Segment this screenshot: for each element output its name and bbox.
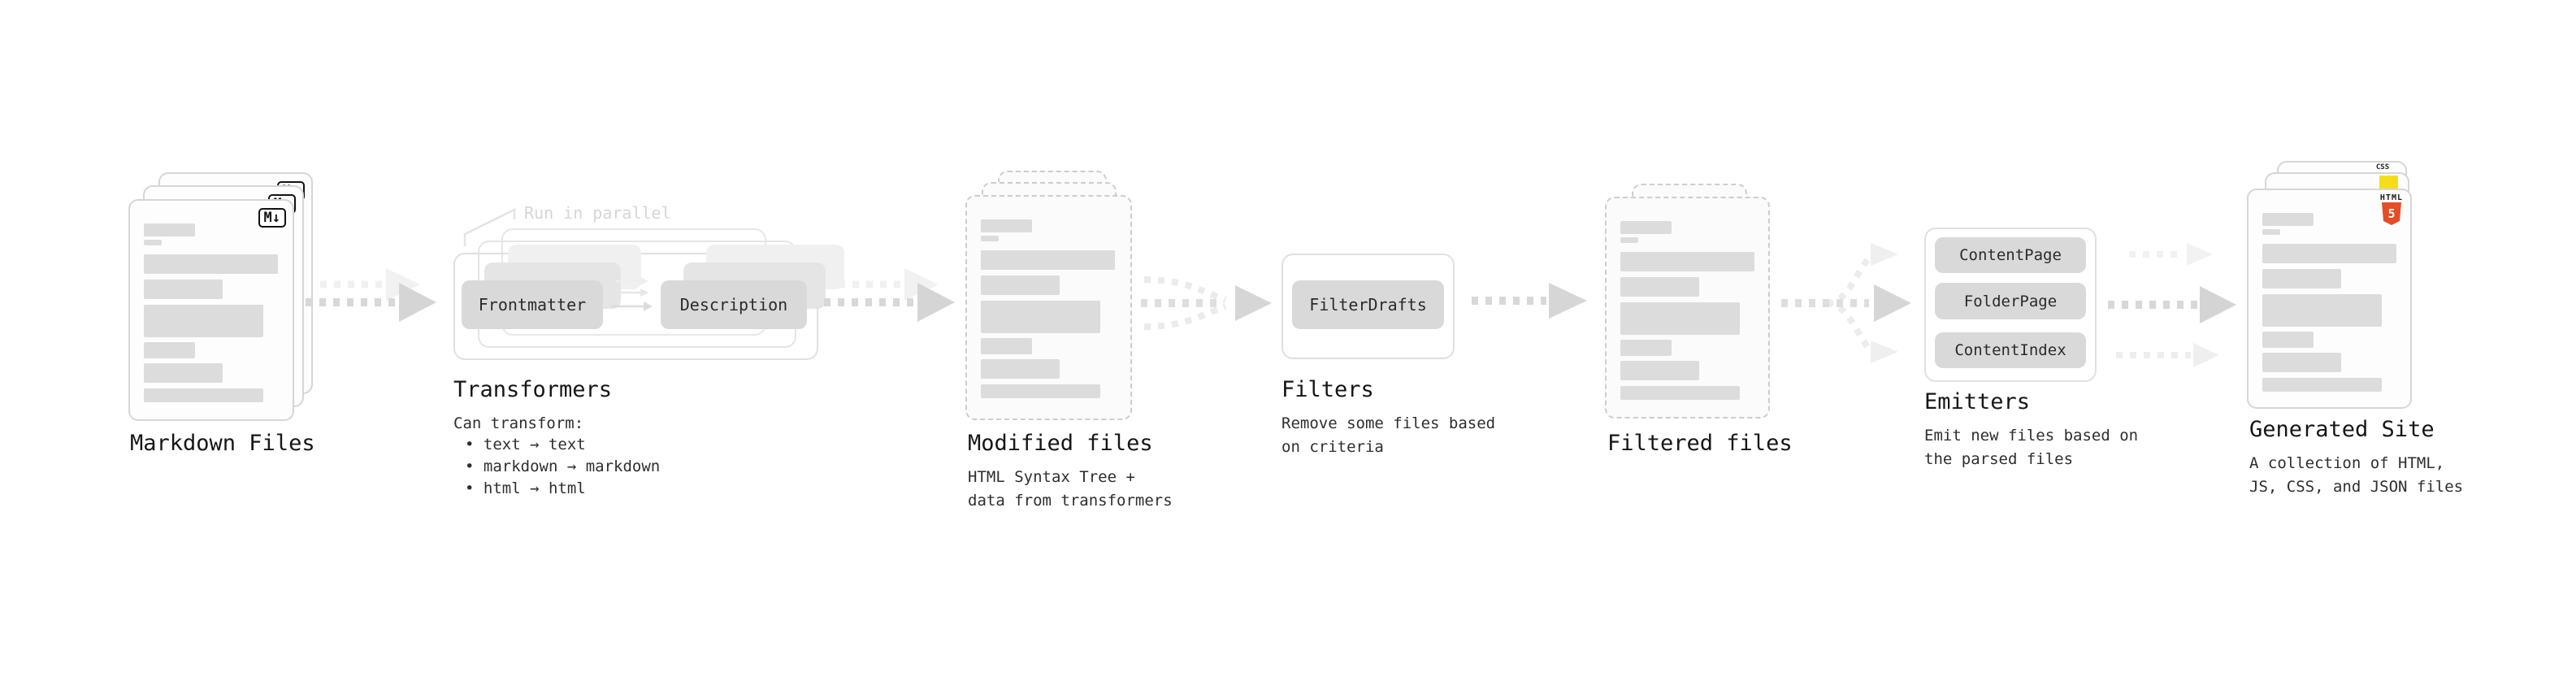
css-icon-label: CSS [2375, 163, 2390, 171]
modified-files-desc: HTML Syntax Tree + data from transformer… [968, 466, 1173, 513]
frontmatter-pill: Frontmatter [462, 280, 603, 329]
desc-line: A collection of HTML, [2249, 454, 2445, 472]
bullet-item: • text → text [465, 436, 586, 453]
folderpage-pill: FolderPage [1935, 283, 2086, 319]
markdown-icon: M↓ [258, 208, 286, 228]
filtered-files-label: Filtered files [1607, 431, 1793, 456]
document-content-placeholder [981, 219, 1115, 398]
transformers-title: Transformers [453, 377, 613, 402]
modified-file-card-front [965, 195, 1132, 420]
arrow-transformers-to-modified [824, 268, 955, 322]
generated-html-file-card: HTML 5 [2247, 189, 2412, 409]
contentpage-pill: ContentPage [1935, 237, 2086, 273]
generated-site-desc: A collection of HTML, JS, CSS, and JSON … [2249, 452, 2463, 499]
contentindex-pill: ContentIndex [1935, 332, 2086, 368]
transformers-bullet-list: • text → text • markdown → markdown • ht… [465, 434, 660, 500]
document-content-placeholder [2262, 213, 2396, 392]
bullet-item: • markdown → markdown [465, 458, 661, 475]
markdown-files-label: Markdown Files [130, 431, 315, 456]
html5-icon-number: 5 [2387, 206, 2395, 221]
desc-line: Emit new files based on [1924, 427, 2139, 445]
document-content-placeholder [144, 223, 278, 402]
filterdrafts-pill: FilterDrafts [1292, 280, 1444, 329]
desc-line: the parsed files [1924, 450, 2074, 468]
description-pill: Description [661, 280, 807, 329]
document-content-placeholder [1620, 221, 1754, 400]
generated-site-label: Generated Site [2249, 417, 2435, 442]
emitters-title: Emitters [1924, 389, 2031, 414]
filters-title: Filters [1281, 377, 1374, 402]
arrow-markdown-to-transformers [306, 268, 436, 322]
markdown-file-card-front: M↓ [128, 199, 294, 421]
bullet-item: • html → html [465, 479, 586, 497]
filtered-file-card-front [1605, 197, 1770, 419]
desc-line: HTML Syntax Tree + [968, 468, 1135, 486]
callout-leader-line [463, 207, 516, 246]
js-file-icon [2379, 176, 2398, 193]
desc-line: data from transformers [968, 492, 1173, 510]
emitters-desc: Emit new files based on the parsed files [1924, 424, 2138, 471]
desc-line: JS, CSS, and JSON files [2249, 478, 2464, 496]
arrow-filters-to-filtered [1472, 283, 1587, 319]
transform-mini-arrows [611, 277, 653, 311]
html5-icon: HTML 5 [2380, 193, 2403, 229]
html5-icon-label: HTML [2379, 193, 2403, 202]
arrow-modified-to-filters-merge [1141, 276, 1272, 330]
arrow-filtered-to-emitters-fanout [1781, 243, 1911, 363]
desc-line: Remove some files based [1281, 414, 1496, 432]
transformers-desc-heading: Can transform: [453, 414, 584, 432]
modified-files-label: Modified files [968, 431, 1153, 456]
run-in-parallel-note: Run in parallel [524, 203, 671, 223]
filters-desc: Remove some files based on criteria [1281, 412, 1495, 459]
arrows-emitters-to-generated [2108, 243, 2236, 367]
desc-line: on criteria [1281, 438, 1384, 456]
